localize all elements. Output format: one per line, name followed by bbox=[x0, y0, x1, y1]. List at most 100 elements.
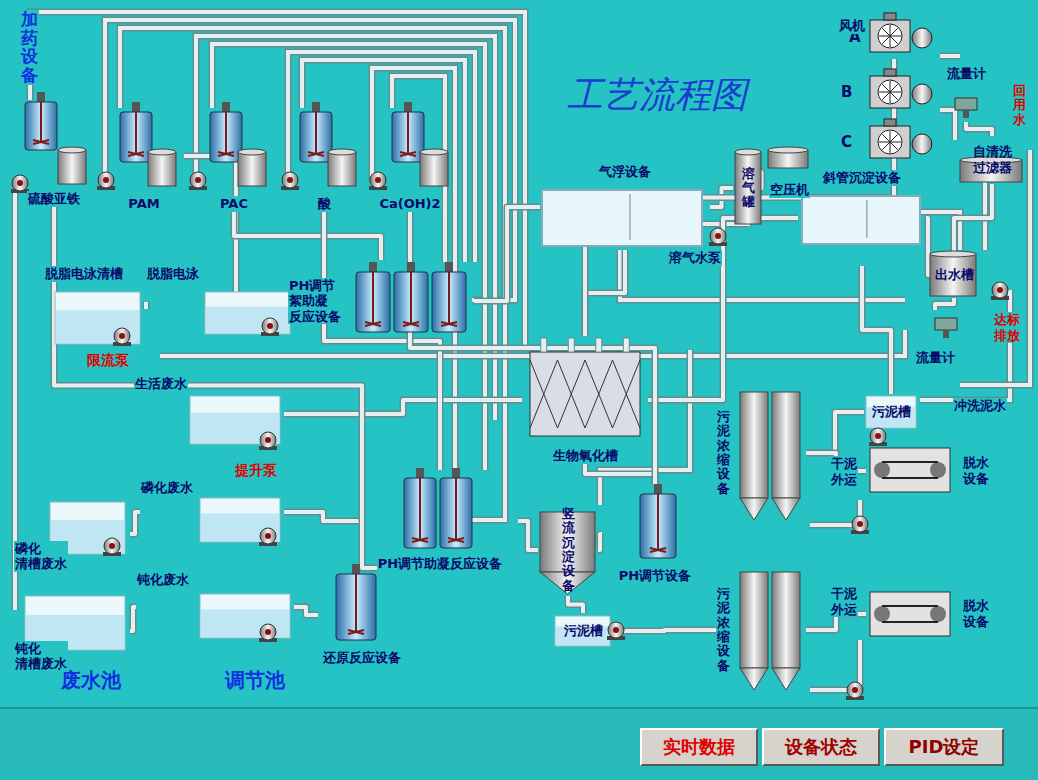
annotation-label: 达标 排放 bbox=[993, 312, 1021, 343]
baffle bbox=[630, 194, 631, 240]
press-belt bbox=[882, 606, 938, 622]
pipe-inner bbox=[613, 630, 716, 631]
pump-hub bbox=[265, 629, 271, 635]
stirrer-shaft bbox=[455, 478, 457, 540]
mixer-motor bbox=[407, 262, 415, 272]
pipe-outer bbox=[130, 512, 140, 534]
tank bbox=[200, 498, 280, 542]
node-label: PAM bbox=[127, 196, 160, 212]
node-label: 自清洗 过滤器 bbox=[972, 144, 1013, 175]
pump-symbol bbox=[282, 172, 298, 188]
stirrer-blade bbox=[33, 140, 49, 144]
tank-water bbox=[191, 413, 279, 443]
air-riser bbox=[568, 338, 574, 352]
pipe-inner bbox=[130, 607, 136, 631]
basin bbox=[542, 190, 702, 246]
pump-symbol bbox=[104, 538, 120, 554]
fan-housing bbox=[870, 20, 910, 52]
mixing-tank bbox=[432, 272, 466, 332]
button-label: 设备状态 bbox=[784, 736, 858, 758]
equipment-node: 流量计 bbox=[902, 310, 968, 366]
fan-housing bbox=[870, 126, 910, 158]
pump-hub bbox=[613, 627, 619, 633]
pipe-connector bbox=[294, 607, 318, 615]
stirrer-shaft bbox=[315, 112, 317, 154]
tank-lid bbox=[420, 149, 448, 155]
press-roller bbox=[930, 462, 946, 478]
equipment-node: 出水槽 bbox=[930, 252, 978, 298]
footer-rule bbox=[0, 707, 1038, 709]
menu-button: 设备状态 bbox=[762, 728, 880, 766]
stirrer-blade bbox=[128, 152, 144, 156]
stirrer-shaft bbox=[448, 272, 450, 324]
press-roller bbox=[930, 606, 946, 622]
pump-hub bbox=[103, 177, 109, 183]
equipment-node: 流量计 bbox=[936, 66, 996, 122]
equipment-node: 污泥浓缩设备 bbox=[716, 566, 806, 694]
pump-hub bbox=[857, 521, 863, 527]
node-label: 钝化废水 bbox=[136, 572, 190, 588]
mixer-motor bbox=[37, 92, 45, 102]
pipe-inner bbox=[935, 298, 954, 310]
node-label: 溶气罐 bbox=[741, 167, 756, 210]
pipe-outer bbox=[568, 596, 583, 613]
pump-hub bbox=[375, 177, 381, 183]
pump-hub bbox=[109, 543, 115, 549]
annotation-label: 限流泵 bbox=[86, 352, 130, 369]
pump-symbol bbox=[370, 172, 386, 188]
silo-body bbox=[740, 572, 768, 668]
pipe-outer bbox=[30, 12, 525, 345]
node-label: 出水槽 bbox=[934, 267, 975, 283]
silo-body bbox=[740, 392, 768, 498]
pipe-inner bbox=[474, 207, 540, 301]
equipment-node: 生物氧化槽 bbox=[522, 336, 648, 464]
tank-lid bbox=[930, 251, 976, 257]
pipe-connector bbox=[410, 212, 655, 484]
pipe-inner bbox=[284, 512, 362, 521]
pipe-outer bbox=[585, 464, 655, 484]
press-frame bbox=[870, 448, 950, 492]
pipe-inner bbox=[120, 28, 505, 520]
pump-symbol bbox=[852, 516, 868, 532]
mixer-motor bbox=[445, 262, 453, 272]
pipe-inner bbox=[862, 266, 891, 394]
silo-cone bbox=[740, 498, 768, 520]
tank bbox=[200, 594, 290, 638]
equipment-node: 溶气罐 bbox=[733, 150, 763, 226]
pump-hub bbox=[119, 333, 125, 339]
stirrer-blade bbox=[448, 538, 464, 542]
mixer-motor bbox=[222, 102, 230, 112]
equipment-node: 钝化废水 bbox=[136, 572, 294, 642]
pipe-outer bbox=[284, 400, 522, 414]
mixer-motor bbox=[404, 102, 412, 112]
node-label: 溶气水泵 bbox=[668, 250, 722, 266]
annotation-label: 干泥 外运 bbox=[830, 456, 858, 487]
node-label: 污泥槽 bbox=[563, 623, 604, 639]
node-label: 生活废水 bbox=[134, 376, 188, 392]
button-label: 实时数据 bbox=[662, 736, 736, 758]
pump-symbol bbox=[847, 682, 863, 698]
node-label: 竖流沉淀设备 bbox=[561, 507, 576, 593]
equipment-node: PH调节 絮助凝 反应设备 bbox=[288, 260, 474, 342]
meter-stem bbox=[943, 330, 949, 338]
pipe-connector bbox=[518, 521, 538, 550]
annotation-label: 加药设备 bbox=[20, 10, 39, 85]
mixing-tank bbox=[336, 574, 376, 640]
pipe-outer bbox=[585, 250, 625, 336]
pump-symbol bbox=[190, 172, 206, 188]
stirrer-blade bbox=[403, 322, 419, 326]
pipe-inner bbox=[324, 212, 440, 470]
press-roller bbox=[874, 606, 890, 622]
pipe-outer bbox=[613, 630, 716, 631]
stirrer-shaft bbox=[419, 478, 421, 540]
pump-hub bbox=[287, 177, 293, 183]
pipe-outer bbox=[598, 534, 602, 550]
pipe-outer bbox=[196, 36, 495, 420]
silo-cone bbox=[740, 668, 768, 690]
meter-stem bbox=[963, 110, 969, 118]
menu-button: PID设定 bbox=[884, 728, 1004, 766]
equipment-node: 磷化 清槽废水 bbox=[14, 496, 130, 572]
pipe-inner bbox=[940, 54, 960, 58]
pipe-inner bbox=[568, 596, 583, 613]
equipment-node: 生活废水 bbox=[134, 376, 284, 452]
